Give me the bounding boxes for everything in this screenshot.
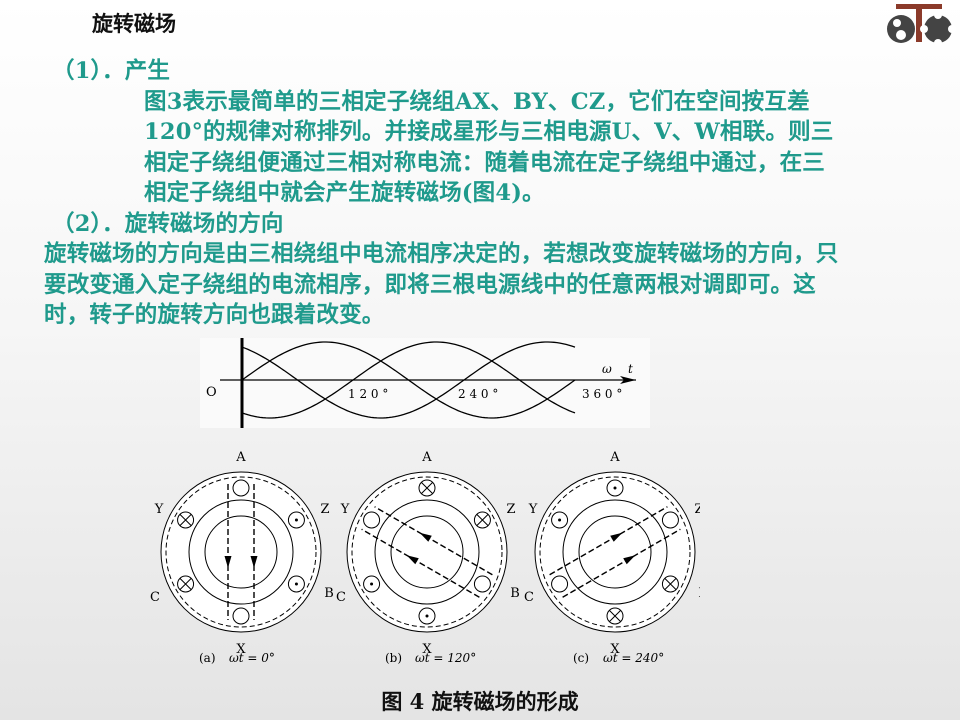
- motor-diagrams: A Z B X C Y (a) ωt = 0° A Z B X C Y (b) ωt = 120° A Z B X C Y…: [150, 450, 700, 665]
- motor-diagram-3: A Z B X C Y (c) ωt = 240°: [524, 450, 700, 665]
- stator-inner: [374, 499, 480, 605]
- paragraph-2: 旋转磁场的方向是由三相绕组中电流相序决定的，若想改变旋转磁场的方向，只要改变通入…: [44, 241, 839, 328]
- motor-diagram-1: A Z B X C Y (a) ωt = 0°: [150, 450, 334, 665]
- winding-label-B: B: [698, 586, 700, 601]
- winding-label-A: A: [235, 450, 246, 465]
- slot-Y-empty: [363, 511, 381, 529]
- figure-caption: 图 4 旋转磁场的形成: [381, 689, 579, 714]
- current-in-icon: [609, 610, 621, 622]
- winding-label-Z: Z: [506, 502, 515, 517]
- current-out-icon: [294, 582, 298, 586]
- diagram-formula: ωt = 120°: [415, 651, 476, 665]
- phase-wave-C: [241, 341, 576, 419]
- winding-label-C: C: [336, 590, 346, 605]
- field-arrow-icon: [610, 532, 623, 542]
- field-line: [562, 528, 681, 598]
- slot-C-empty: [551, 575, 569, 593]
- field-line: [549, 506, 668, 576]
- motor-diagram-2: A Z B X C Y (b) ωt = 120°: [336, 450, 520, 665]
- omega-label: ω: [602, 362, 612, 376]
- field-arrow-icon: [623, 555, 636, 565]
- winding-label-Z: Z: [320, 502, 329, 517]
- t-label: t: [628, 362, 633, 376]
- diagram-formula: ωt = 240°: [603, 651, 664, 665]
- stator-outer: [534, 471, 696, 633]
- slot-Z-empty: [661, 511, 679, 529]
- field-arrow-icon: [224, 556, 232, 568]
- winding-label-X: X: [422, 642, 432, 657]
- current-in-icon: [664, 578, 677, 590]
- field-line: [361, 528, 480, 598]
- current-out-icon: [294, 518, 298, 522]
- stator-outer: [346, 471, 508, 633]
- axis-arrow-icon: [620, 376, 636, 384]
- origin-label: O: [206, 385, 217, 400]
- slot-X-empty: [232, 607, 250, 625]
- current-in-icon: [476, 514, 489, 526]
- stator-inner: [188, 499, 294, 605]
- winding-label-B: B: [510, 586, 520, 601]
- winding-label-X: X: [610, 642, 620, 657]
- tick-label-120: 1 2 0 °: [348, 387, 388, 401]
- tick-label-360: 3 6 0 °: [582, 387, 622, 401]
- section-heading-2: （2）．旋转磁场的方向: [52, 210, 284, 237]
- diagram-label: (a): [199, 651, 216, 665]
- waveform-figure: O ω t 1 2 0 ° 2 4 0 ° 3 6 0 °: [200, 338, 650, 428]
- winding-label-A: A: [609, 450, 620, 465]
- current-in-icon: [179, 514, 192, 526]
- winding-label-Y: Y: [528, 502, 538, 517]
- waveform-background: [200, 338, 650, 428]
- paragraph-1: 图3表示最简单的三相定子绕组AX、BY、CZ，它们在空间按互差120°的规律对称…: [144, 88, 834, 207]
- current-in-icon: [179, 578, 192, 590]
- winding-label-C: C: [150, 590, 160, 605]
- current-out-icon: [370, 582, 374, 586]
- winding-label-A: A: [421, 450, 432, 465]
- winding-label-Y: Y: [154, 502, 164, 517]
- winding-label-B: B: [324, 586, 334, 601]
- tick-label-240: 2 4 0 °: [458, 387, 498, 401]
- rotor: [204, 515, 278, 589]
- diagram-label: (c): [573, 651, 589, 665]
- section-heading-1: （1）．产生: [52, 58, 171, 84]
- winding-label-X: X: [236, 642, 246, 657]
- current-out-icon: [558, 518, 562, 522]
- stator-inner: [562, 499, 668, 605]
- flux-path: [351, 476, 503, 628]
- field-arrow-icon: [419, 532, 432, 542]
- slot-B-empty: [473, 575, 491, 593]
- field-arrow-icon: [250, 556, 258, 568]
- flux-path: [165, 476, 317, 628]
- logo-icon: [887, 4, 956, 46]
- current-in-icon: [421, 482, 433, 494]
- rotor: [390, 515, 464, 589]
- slot-A-empty: [232, 479, 250, 497]
- flux-path: [539, 476, 691, 628]
- diagram-formula: ωt = 0°: [229, 651, 275, 665]
- slide-title: 旋转磁场: [92, 11, 176, 36]
- field-arrow-icon: [406, 555, 419, 565]
- phase-wave-B: [241, 341, 576, 419]
- winding-label-Z: Z: [694, 502, 700, 517]
- phase-wave-A: [241, 341, 576, 419]
- slide-body: （1）．产生 图3表示最简单的三相定子绕组AX、BY、CZ，它们在空间按互差12…: [44, 56, 844, 331]
- rotor: [578, 515, 652, 589]
- current-out-icon: [425, 614, 429, 618]
- diagram-label: (b): [385, 651, 402, 665]
- winding-label-Y: Y: [340, 502, 350, 517]
- winding-label-C: C: [524, 590, 534, 605]
- field-line: [374, 506, 493, 576]
- current-out-icon: [613, 486, 617, 490]
- stator-outer: [160, 471, 322, 633]
